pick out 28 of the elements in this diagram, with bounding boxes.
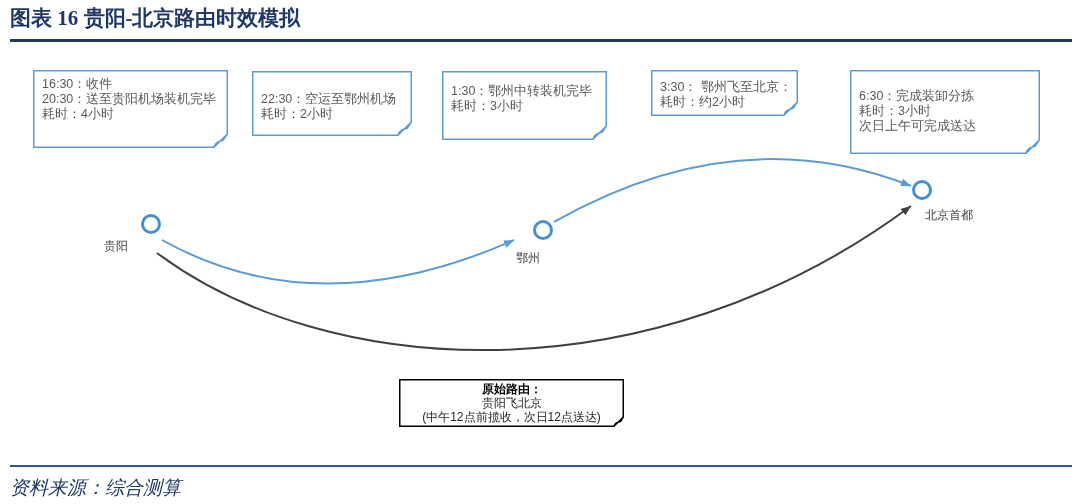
note-text: 次日上午可完成送达: [859, 119, 976, 134]
curved-arrow: [161, 239, 515, 285]
note-box: [252, 71, 412, 136]
route-text: (中午12点前揽收，次日12点送达): [422, 410, 601, 424]
city-label: 贵阳: [104, 239, 128, 253]
route-text: 贵阳飞北京: [481, 396, 542, 410]
route-heading: 原始路由：: [481, 382, 542, 396]
city-label: 北京首都: [925, 208, 973, 222]
title: 图表 16 贵阳-北京路由时效模拟: [10, 5, 301, 31]
city-label: 鄂州: [516, 251, 540, 265]
note-text: 耗时：约2小时: [660, 95, 745, 110]
curved-arrow: [553, 158, 912, 223]
note-box: [651, 70, 798, 116]
note-text: 16:30：收件: [42, 77, 113, 92]
curved-arrow: [156, 205, 912, 351]
note-box: [442, 71, 607, 140]
note-text: 耗时：2小时: [261, 107, 333, 122]
note-text: 耗时：3小时: [859, 104, 931, 119]
note-text: 6:30：完成装卸分拣: [859, 89, 975, 104]
note-text: 3:30： 鄂州飞至北京：: [660, 80, 792, 95]
note-box: [33, 70, 228, 148]
note-box: [850, 70, 1040, 154]
route-box: [399, 379, 624, 427]
note-text: 22:30：空运至鄂州机场: [261, 92, 397, 107]
note-text: 1:30：鄂州中转装机完毕: [451, 84, 593, 99]
note-text: 耗时：3小时: [451, 99, 523, 114]
note-text: 20:30：送至贵阳机场装机完毕: [42, 92, 217, 107]
note-text: 耗时：4小时: [42, 107, 114, 122]
